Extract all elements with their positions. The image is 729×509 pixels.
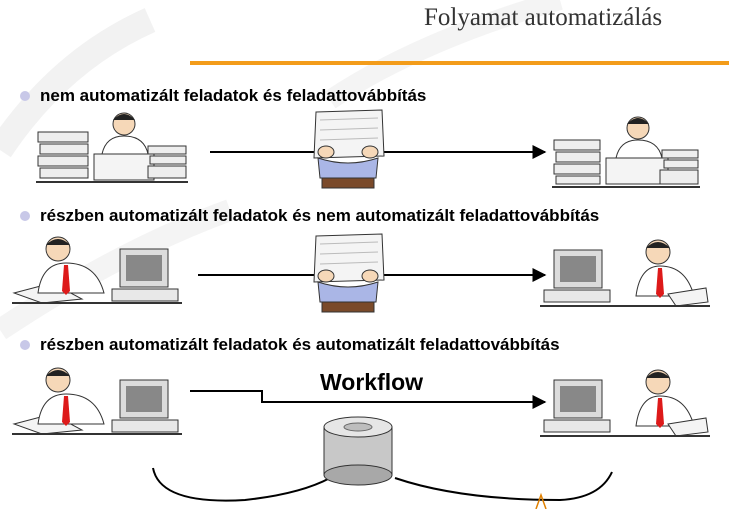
bullet-label: részben automatizált feladatok és automa…	[40, 335, 560, 354]
cursor-mark	[535, 492, 547, 509]
paper-carrier-icon	[313, 109, 385, 189]
computer-stressed-worker-icon	[540, 239, 710, 307]
bullet-row-2: részben automatizált feladatok és nem au…	[20, 206, 599, 226]
desk-worker-papers-icon	[36, 112, 188, 183]
desk-worker-papers-icon	[552, 116, 700, 188]
bullet-label: nem automatizált feladatok és feladattov…	[40, 86, 427, 105]
bullet-dot-icon	[20, 340, 30, 350]
bullet-dot-icon	[20, 211, 30, 221]
workflow-curve-left	[152, 467, 331, 502]
bullet-dot-icon	[20, 91, 30, 101]
bullet-row-1: nem automatizált feladatok és feladattov…	[20, 86, 426, 106]
computer-stressed-worker-icon	[540, 369, 710, 437]
bullet-row-3: részben automatizált feladatok és automa…	[20, 335, 560, 355]
bullet-label: részben automatizált feladatok és nem au…	[40, 206, 600, 225]
workflow-database-icon	[323, 416, 393, 486]
page-title: Folyamat automatizálás	[424, 4, 663, 31]
workflow-arrow	[190, 390, 547, 409]
workflow-label: Workflow	[320, 369, 424, 395]
title-underline	[190, 61, 729, 65]
stressed-worker-computer-icon	[12, 236, 182, 304]
workflow-curve-right	[394, 471, 613, 502]
stressed-worker-computer-icon	[12, 367, 182, 435]
paper-carrier-icon	[313, 233, 385, 313]
